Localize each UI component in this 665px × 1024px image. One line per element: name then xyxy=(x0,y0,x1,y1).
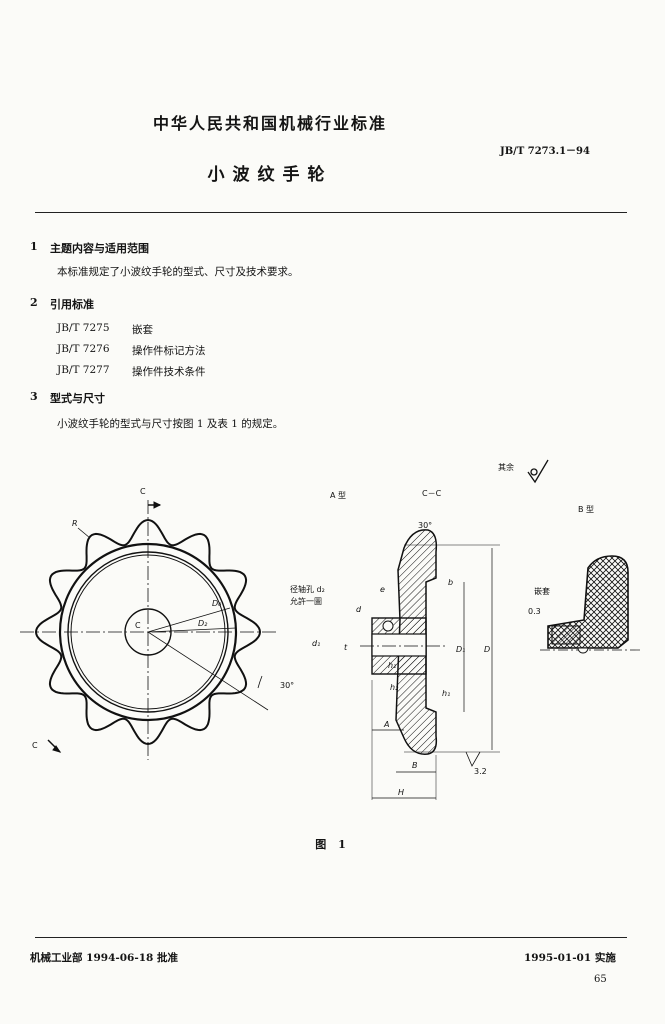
label-hole-note-1: 径轴孔 d₂ xyxy=(290,584,325,594)
label-d0: D₀ xyxy=(212,599,222,608)
front-view xyxy=(20,500,278,760)
label-bb: B xyxy=(412,761,418,770)
label-d2: D₂ xyxy=(198,619,208,628)
ref-code-2: JB/T 7276 xyxy=(57,343,110,355)
section-3-text: 小波纹手轮的型式与尺寸按图 1 及表 1 的规定。 xyxy=(57,418,284,430)
rough-symbol xyxy=(465,751,481,767)
label-t: t xyxy=(344,643,348,652)
ref-title-3: 操作件技术条件 xyxy=(132,366,206,378)
figure-caption: 图 1 xyxy=(315,838,350,851)
ref-title-2: 操作件标记方法 xyxy=(132,345,206,357)
b-groove xyxy=(577,647,589,654)
ref-title-1: 嵌套 xyxy=(132,324,153,336)
label-h-side: h₁ xyxy=(442,689,450,698)
d2-leader xyxy=(147,627,237,633)
wave-rim xyxy=(34,518,262,746)
label-a: A xyxy=(383,720,389,729)
angle-arc xyxy=(257,675,263,689)
issuing-organization: 中华人民共和国机械行业标准 xyxy=(152,114,387,133)
b-insert xyxy=(551,625,581,645)
label-c-bottom: C xyxy=(32,741,38,750)
type-b-detail xyxy=(540,555,640,654)
set-screw-hole xyxy=(382,620,394,632)
label-c-top: C xyxy=(140,487,146,496)
label-e: e xyxy=(380,585,385,594)
label-c-center: C xyxy=(135,621,141,630)
label-r: R xyxy=(72,519,78,528)
section-3-heading: 型式与尺寸 xyxy=(50,392,105,405)
r-leader xyxy=(77,527,91,539)
standard-number: JB/T 7273.1－94 xyxy=(500,146,590,157)
section-1-text: 本标准规定了小波纹手轮的型式、尺寸及技术要求。 xyxy=(57,266,299,278)
label-dim-03: 0.3 xyxy=(528,607,541,616)
section-2-heading: 引用标准 xyxy=(50,298,94,311)
label-angle-30: 30° xyxy=(280,681,294,690)
section-arrow-bottom xyxy=(52,745,62,753)
section-3-number: 3 xyxy=(30,390,38,403)
label-dd1: D₁ xyxy=(456,645,465,654)
label-d: d xyxy=(356,605,362,614)
label-d1: d₁ xyxy=(312,639,320,648)
label-h2: h₂ xyxy=(390,683,399,692)
page-number: 65 xyxy=(594,974,607,985)
document-title: 小波纹手轮 xyxy=(207,165,333,185)
label-hh: H xyxy=(398,788,404,797)
label-dd: D xyxy=(484,645,490,654)
d0-leader xyxy=(147,607,231,633)
label-section-cc: C－C xyxy=(422,489,442,498)
label-hole-note-2: 允許一圖 xyxy=(290,596,322,606)
header-rule xyxy=(35,212,627,213)
label-rough-value: 3.2 xyxy=(474,767,487,776)
label-b-small: b xyxy=(448,578,453,587)
roughness-check-symbol xyxy=(527,459,549,484)
implementation-date: 1995-01-01 实施 xyxy=(524,952,616,964)
section-cc-view xyxy=(360,529,500,800)
bore xyxy=(371,633,427,657)
section-1-number: 1 xyxy=(30,240,38,253)
label-type-b: B 型 xyxy=(578,505,594,514)
label-type-a: A 型 xyxy=(330,491,346,500)
label-insert: 嵌套 xyxy=(534,586,550,596)
label-angle-30-top: 30° xyxy=(418,521,432,530)
ref-code-1: JB/T 7275 xyxy=(57,322,110,334)
section-1-heading: 主题内容与适用范围 xyxy=(50,242,149,255)
b-rim-section xyxy=(547,555,629,649)
label-roughness-note: 其余 xyxy=(498,462,514,472)
angle-ray xyxy=(147,631,269,711)
ref-code-3: JB/T 7277 xyxy=(57,364,110,376)
footer-rule xyxy=(35,937,627,938)
section-2-number: 2 xyxy=(30,296,38,309)
section-arrow-top xyxy=(153,501,162,509)
label-h1: h₁ xyxy=(388,661,396,670)
approval-date: 机械工业部 1994-06-18 批准 xyxy=(30,952,178,964)
